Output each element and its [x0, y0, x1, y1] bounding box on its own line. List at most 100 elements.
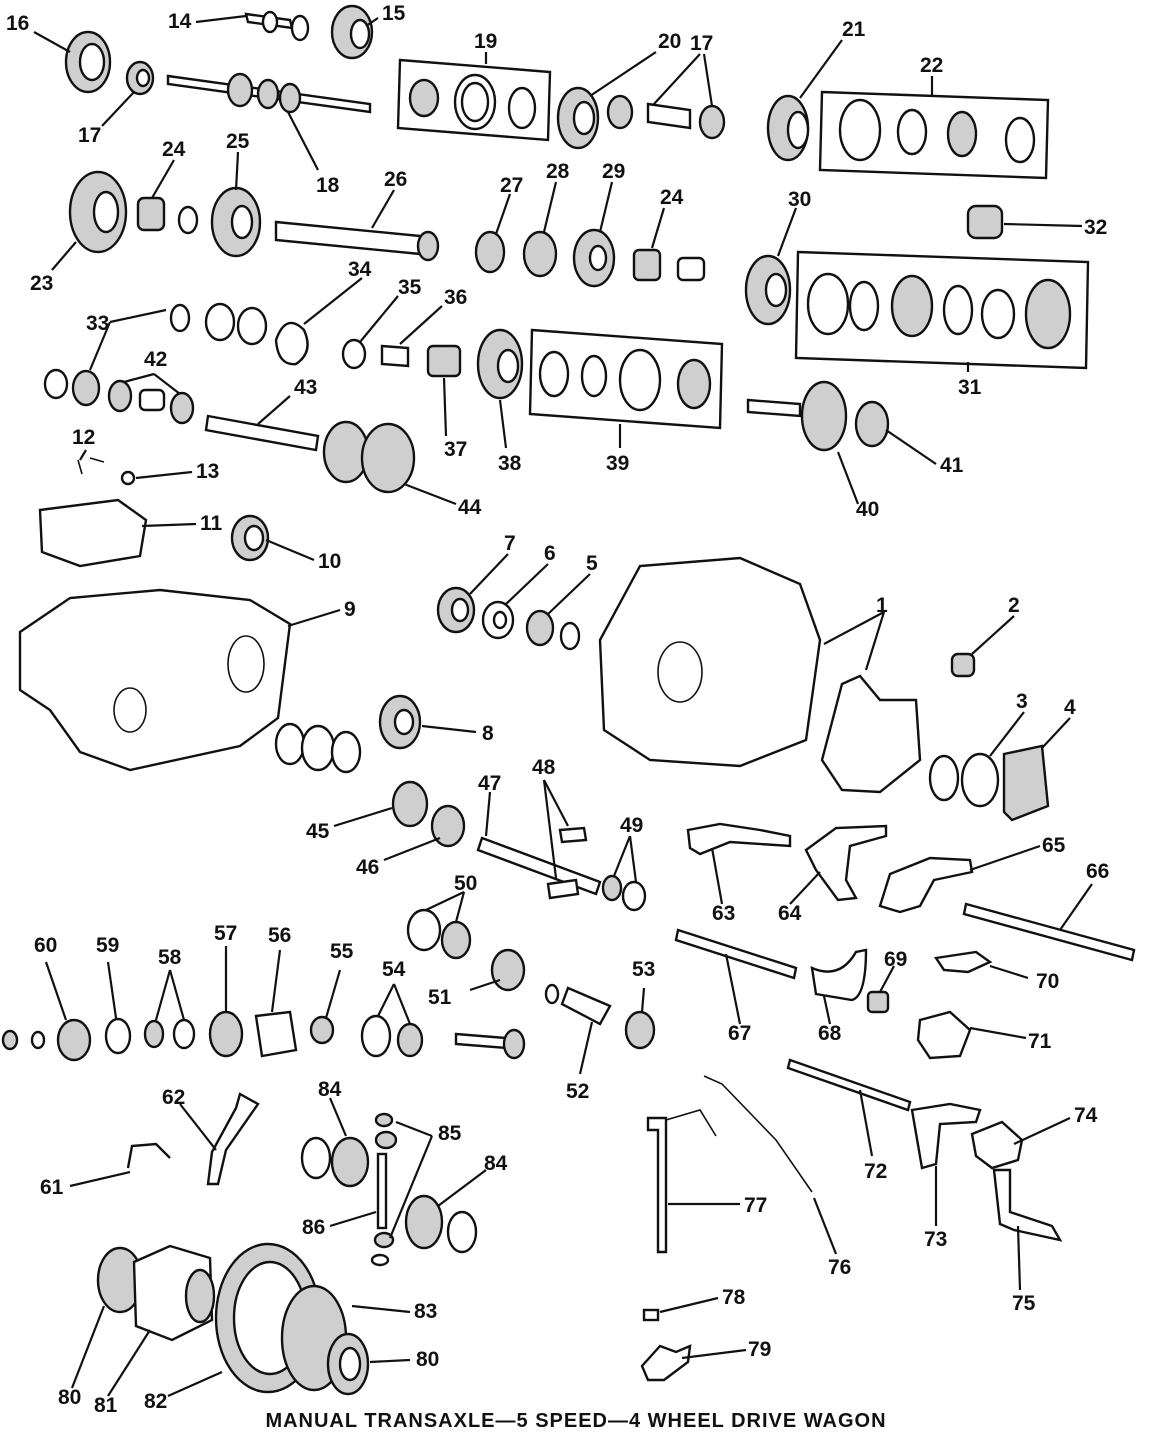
callout-11: 11 — [200, 512, 223, 535]
callout-83: 83 — [414, 1300, 437, 1323]
part-9 — [18, 588, 292, 772]
part-30 — [744, 254, 792, 326]
part-85d — [370, 1253, 390, 1267]
part-28 — [522, 230, 558, 278]
callout-4: 4 — [1064, 696, 1076, 719]
part-38 — [476, 328, 524, 400]
part-7 — [436, 586, 476, 634]
part-60c — [1, 1029, 19, 1051]
part-11 — [38, 498, 148, 568]
callout-16: 16 — [6, 12, 29, 35]
part-53 — [624, 1010, 656, 1050]
part-9-bore2 — [113, 687, 147, 733]
box-39 — [528, 328, 724, 430]
part-76 — [703, 1075, 813, 1193]
callout-29: 29 — [602, 160, 625, 183]
callout-31: 31 — [958, 376, 982, 399]
part-69 — [866, 990, 890, 1014]
part-39 — [538, 348, 712, 412]
part-27 — [474, 230, 506, 274]
part-3-ring — [928, 754, 960, 802]
callout-60: 60 — [34, 934, 57, 957]
part-6 — [481, 600, 515, 640]
callout-15: 15 — [382, 2, 406, 25]
callout-54: 54 — [382, 958, 406, 981]
part-48b — [546, 878, 580, 900]
part-40 — [746, 380, 848, 452]
callout-84b: 84 — [484, 1152, 508, 1175]
callout-61: 61 — [40, 1176, 64, 1199]
part-49b — [621, 880, 647, 912]
callout-2: 2 — [1008, 594, 1020, 617]
part-86 — [376, 1152, 388, 1230]
callout-18: 18 — [316, 174, 340, 197]
callout-64: 64 — [778, 902, 802, 925]
part-14 — [244, 10, 310, 42]
part-33d — [43, 368, 69, 400]
callout-48: 48 — [532, 756, 556, 779]
part-17b — [606, 94, 726, 140]
callout-1: 1 — [876, 594, 888, 617]
part-31 — [806, 272, 1072, 350]
part-2 — [950, 652, 976, 678]
part-65 — [878, 856, 974, 914]
callout-6: 6 — [544, 542, 556, 565]
part-63 — [686, 822, 792, 856]
part-56 — [254, 1010, 298, 1058]
callout-56: 56 — [268, 924, 291, 947]
part-ring-9a — [274, 722, 306, 766]
callout-73: 73 — [924, 1228, 947, 1251]
part-36 — [380, 344, 410, 368]
box-19 — [396, 58, 552, 142]
leader-lines — [33, 14, 1093, 1398]
callout-70: 70 — [1036, 970, 1059, 993]
parts — [1, 4, 1136, 1396]
part-84b-ring — [446, 1210, 478, 1254]
part-54b — [396, 1022, 424, 1058]
part-37 — [426, 344, 462, 378]
part-51 — [454, 948, 526, 1060]
callout-9: 9 — [344, 598, 356, 621]
part-49a — [601, 874, 623, 902]
callout-45: 45 — [306, 820, 330, 843]
part-71 — [916, 1010, 972, 1060]
box-22 — [818, 90, 1050, 180]
callout-19: 19 — [474, 30, 497, 53]
part-24a — [136, 196, 166, 232]
part-1 — [598, 556, 822, 768]
callout-85: 85 — [438, 1122, 462, 1145]
part-19 — [408, 73, 537, 131]
callout-17a: 17 — [78, 124, 101, 147]
part-78 — [642, 1308, 660, 1322]
part-33c — [236, 306, 268, 346]
part-29 — [572, 228, 616, 288]
part-60b — [30, 1030, 46, 1050]
part-3 — [960, 752, 1000, 808]
callout-76: 76 — [828, 1256, 851, 1279]
callout-68: 68 — [818, 1022, 842, 1045]
callout-66: 66 — [1086, 860, 1109, 883]
callout-43: 43 — [294, 376, 317, 399]
callout-30: 30 — [788, 188, 811, 211]
callout-57: 57 — [214, 922, 237, 945]
part-84a-ring — [300, 1136, 332, 1180]
callout-84a: 84 — [318, 1078, 342, 1101]
part-84b — [404, 1194, 444, 1250]
part-85c — [373, 1231, 395, 1249]
callout-79: 79 — [748, 1338, 771, 1361]
part-75 — [992, 1168, 1063, 1242]
callout-34: 34 — [348, 258, 372, 281]
callout-65: 65 — [1042, 834, 1066, 857]
callout-12: 12 — [72, 426, 95, 449]
callout-80b: 80 — [416, 1348, 439, 1371]
part-45 — [391, 780, 429, 828]
part-77 — [646, 1116, 668, 1254]
part-44 — [322, 420, 416, 494]
part-42a — [107, 379, 133, 413]
callout-63: 63 — [712, 902, 735, 925]
callout-13: 13 — [196, 460, 219, 483]
part-1b — [820, 674, 922, 794]
part-23 — [68, 170, 128, 254]
part-54a — [360, 1014, 392, 1058]
